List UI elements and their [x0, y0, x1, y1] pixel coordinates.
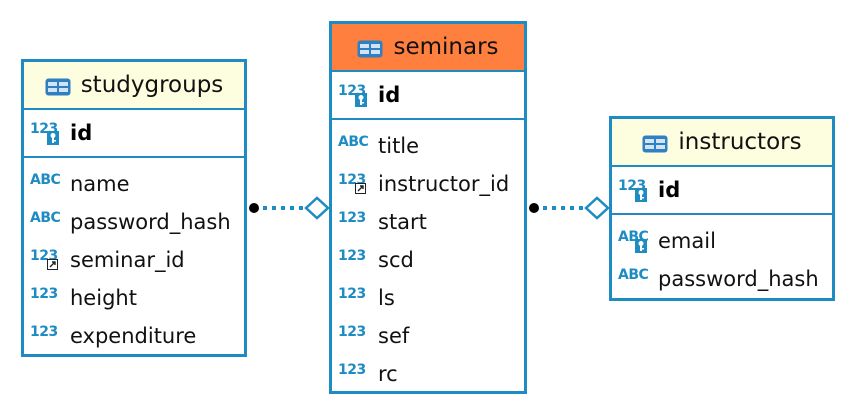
table-grid-icon	[45, 76, 71, 96]
column-row[interactable]: 123 scd	[332, 241, 524, 279]
column-row[interactable]: 123 height	[24, 279, 244, 317]
column-row[interactable]: ABC email	[612, 222, 832, 260]
table-seminars[interactable]: seminars 123 id ABC title 123 instructor…	[329, 21, 527, 394]
table-instructors[interactable]: instructors 123 id ABC email ABC passwor…	[609, 116, 835, 301]
column-row[interactable]: ABC password_hash	[24, 203, 244, 241]
table-name: seminars	[393, 34, 499, 60]
column-row[interactable]: ABC password_hash	[612, 260, 832, 298]
123-type-icon: 123	[338, 362, 366, 378]
123-type-icon: 123	[338, 84, 372, 107]
column-name: password_hash	[658, 267, 819, 291]
key-icon	[635, 188, 647, 202]
primary-key-row[interactable]: 123 id	[24, 110, 244, 158]
table-grid-icon	[642, 133, 668, 153]
column-row[interactable]: 123 instructor_id	[332, 165, 524, 203]
table-header[interactable]: studygroups	[24, 62, 244, 110]
column-name: id	[658, 178, 681, 202]
foreign-key-icon	[355, 183, 366, 194]
primary-key-row[interactable]: 123 id	[332, 72, 524, 120]
column-name: id	[378, 83, 401, 107]
column-name: title	[378, 134, 420, 158]
table-header[interactable]: instructors	[612, 119, 832, 167]
relationship-studygroups-seminars[interactable]	[249, 196, 330, 220]
column-name: rc	[378, 362, 398, 386]
column-name: ls	[378, 286, 395, 310]
column-name: scd	[378, 248, 414, 272]
123-type-icon: 123	[618, 179, 652, 202]
column-name: password_hash	[70, 210, 231, 234]
table-name: studygroups	[80, 72, 224, 98]
123-type-icon: 123	[30, 249, 64, 270]
column-row[interactable]: 123 expenditure	[24, 317, 244, 355]
column-name: start	[378, 210, 427, 234]
123-type-icon: 123	[338, 173, 372, 194]
123-type-icon: 123	[30, 122, 64, 145]
column-name: email	[658, 229, 716, 253]
123-type-icon: 123	[30, 286, 58, 302]
column-name: seminar_id	[70, 248, 185, 272]
key-icon	[47, 131, 59, 145]
column-name: sef	[378, 324, 410, 348]
abc-type-icon: ABC	[618, 230, 652, 253]
relationship-origin-dot	[249, 203, 259, 213]
key-icon	[355, 93, 367, 107]
abc-type-icon: ABC	[30, 210, 61, 226]
relationship-origin-dot	[529, 203, 539, 213]
column-row[interactable]: ABC title	[332, 127, 524, 165]
column-row[interactable]: ABC name	[24, 165, 244, 203]
table-name: instructors	[678, 129, 802, 155]
primary-key-row[interactable]: 123 id	[612, 167, 832, 215]
key-icon	[635, 239, 647, 253]
table-header[interactable]: seminars	[332, 24, 524, 72]
column-name: instructor_id	[378, 172, 510, 196]
relationship-diamond	[584, 196, 610, 220]
column-name: name	[70, 172, 130, 196]
foreign-key-icon	[47, 259, 58, 270]
relationship-seminars-instructors[interactable]	[529, 196, 610, 220]
column-name: expenditure	[70, 324, 197, 348]
column-row[interactable]: 123 start	[332, 203, 524, 241]
column-row[interactable]: 123 seminar_id	[24, 241, 244, 279]
column-row[interactable]: 123 sef	[332, 317, 524, 355]
table-grid-icon	[357, 38, 383, 58]
column-row[interactable]: 123 ls	[332, 279, 524, 317]
column-row[interactable]: 123 rc	[332, 355, 524, 393]
abc-type-icon: ABC	[30, 172, 61, 188]
relationship-diamond	[304, 196, 330, 220]
123-type-icon: 123	[338, 286, 366, 302]
123-type-icon: 123	[30, 324, 58, 340]
table-studygroups[interactable]: studygroups 123 id ABC name ABC password…	[21, 59, 247, 357]
column-name: height	[70, 286, 137, 310]
abc-type-icon: ABC	[338, 134, 369, 150]
abc-type-icon: ABC	[618, 267, 649, 283]
column-name: id	[70, 121, 93, 145]
123-type-icon: 123	[338, 248, 366, 264]
123-type-icon: 123	[338, 324, 366, 340]
123-type-icon: 123	[338, 210, 366, 226]
